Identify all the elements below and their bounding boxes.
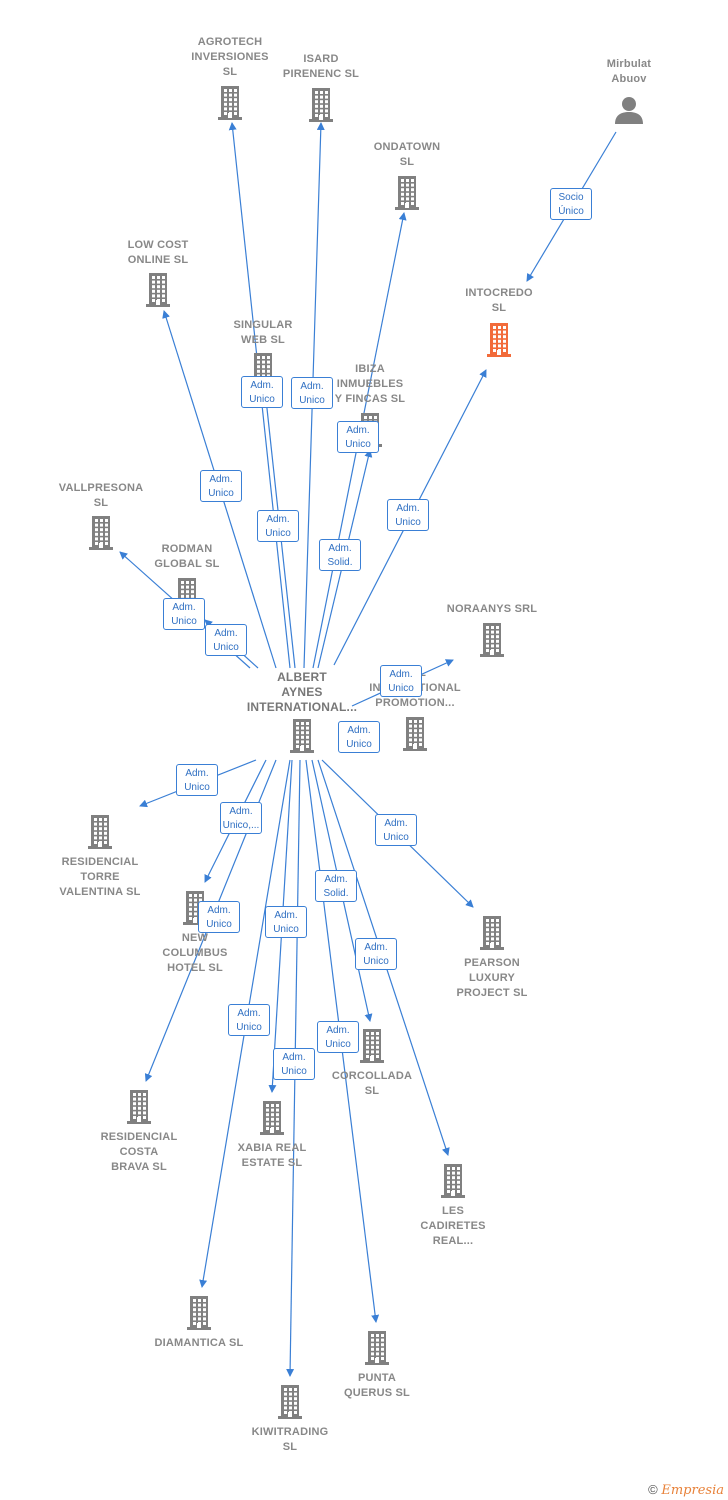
node-label-corcollada[interactable]: CORCOLLADA SL xyxy=(331,1070,413,1097)
building-icon[interactable] xyxy=(304,87,338,123)
edge-label-albert-ondatown[interactable]: Adm. Unico xyxy=(337,421,379,453)
edge-label-mirbulat-intocredo[interactable]: Socio Único xyxy=(550,188,592,220)
person-icon[interactable] xyxy=(612,95,646,125)
building-icon[interactable] xyxy=(273,1384,307,1420)
node-label-mirbulat[interactable]: Mirbulat Abuov xyxy=(606,58,652,85)
building-icon[interactable] xyxy=(182,1295,216,1331)
edge-label-albert-lowcost[interactable]: Adm. Unico xyxy=(200,470,242,502)
edge-label-albert-singular[interactable]: Adm. Unico xyxy=(257,510,299,542)
node-label-cadiretes[interactable]: LES CADIRETES REAL... xyxy=(420,1205,486,1247)
node-label-singular[interactable]: SINGULAR WEB SL xyxy=(233,319,293,346)
node-label-kiwi[interactable]: KIWITRADING SL xyxy=(251,1426,329,1453)
node-label-agrotech[interactable]: AGROTECH INVERSIONES SL xyxy=(191,36,269,78)
building-icon[interactable] xyxy=(436,1163,470,1199)
edge-label-albert-intocredo[interactable]: Adm. Unico xyxy=(387,499,429,531)
node-label-intocredo[interactable]: INTOCREDO SL xyxy=(465,287,533,314)
node-label-newcolumbus[interactable]: NEW COLUMBUS HOTEL SL xyxy=(162,932,228,974)
edge-label-albert-diamantica[interactable]: Adm. Unico xyxy=(228,1004,270,1036)
edge-label-albert-corcollada[interactable]: Adm. Solid. xyxy=(315,870,357,902)
building-icon[interactable] xyxy=(355,1028,389,1064)
building-icon[interactable] xyxy=(122,1089,156,1125)
node-label-punta[interactable]: PUNTA QUERUS SL xyxy=(344,1372,410,1399)
building-icon[interactable] xyxy=(475,915,509,951)
edge-label-albert-isard[interactable]: Adm. Unico xyxy=(291,377,333,409)
building-icon[interactable] xyxy=(255,1100,289,1136)
building-icon[interactable] xyxy=(398,716,432,752)
node-label-ibiza[interactable]: IBIZA INMUEBLES Y FINCAS SL xyxy=(334,363,406,405)
building-icon[interactable] xyxy=(390,175,424,211)
building-icon[interactable] xyxy=(84,515,118,551)
node-label-lowcost[interactable]: LOW COST ONLINE SL xyxy=(127,239,189,266)
node-label-torre[interactable]: RESIDENCIAL TORRE VALENTINA SL xyxy=(59,856,141,898)
edge-label-albert-kiwi[interactable]: Adm. Unico xyxy=(273,1048,315,1080)
edge-label-albert-punta[interactable]: Adm. Unico xyxy=(317,1021,359,1053)
node-label-noraanys[interactable]: NORAANYS SRL xyxy=(446,603,538,615)
building-icon[interactable] xyxy=(141,272,175,308)
building-icon[interactable] xyxy=(83,814,117,850)
node-label-ondatown[interactable]: ONDATOWN SL xyxy=(373,141,441,168)
edge-label-albert-noraanys[interactable]: Adm. Unico xyxy=(380,665,422,697)
node-label-xabia[interactable]: XABIA REAL ESTATE SL xyxy=(237,1142,307,1169)
node-label-isard[interactable]: ISARD PIRENENC SL xyxy=(282,53,360,80)
edge-label-albert-rodman[interactable]: Adm. Unico xyxy=(205,624,247,656)
node-label-albert[interactable]: ALBERT AYNES INTERNATIONAL... xyxy=(246,670,358,714)
copyright-symbol: © xyxy=(648,1482,658,1497)
building-icon[interactable] xyxy=(475,622,509,658)
edge-label-albert-vallpresona[interactable]: Adm. Unico xyxy=(163,598,205,630)
node-label-pearson[interactable]: PEARSON LUXURY PROJECT SL xyxy=(456,957,528,999)
node-label-costabrava[interactable]: RESIDENCIAL COSTA BRAVA SL xyxy=(100,1131,178,1173)
edge-label-albert-ibiza[interactable]: Adm. Solid. xyxy=(319,539,361,571)
footer-branding[interactable]: © Empresia xyxy=(648,1482,724,1498)
edge-label-albert-pearson[interactable]: Adm. Unico xyxy=(375,814,417,846)
edge-label-albert-all[interactable]: Adm. Unico xyxy=(338,721,380,753)
building-icon[interactable] xyxy=(360,1330,394,1366)
edge-label-albert-costabrava[interactable]: Adm. Unico xyxy=(198,901,240,933)
edge-label-albert-newcolumbus[interactable]: Adm. Unico,... xyxy=(220,802,262,834)
node-label-vallpresona[interactable]: VALLPRESONA SL xyxy=(58,482,144,509)
edge-label-albert-agrotech[interactable]: Adm. Unico xyxy=(241,376,283,408)
brand-logo-text: Empresia xyxy=(661,1483,724,1498)
building-icon-highlight[interactable] xyxy=(482,322,516,358)
building-icon[interactable] xyxy=(213,85,247,121)
edge-label-albert-torre[interactable]: Adm. Unico xyxy=(176,764,218,796)
edge-label-albert-cadiretes[interactable]: Adm. Unico xyxy=(355,938,397,970)
node-label-rodman[interactable]: RODMAN GLOBAL SL xyxy=(154,543,220,570)
node-label-diamantica[interactable]: DIAMANTICA SL xyxy=(154,1337,244,1349)
edge-label-albert-xabia[interactable]: Adm. Unico xyxy=(265,906,307,938)
building-icon[interactable] xyxy=(285,718,319,754)
